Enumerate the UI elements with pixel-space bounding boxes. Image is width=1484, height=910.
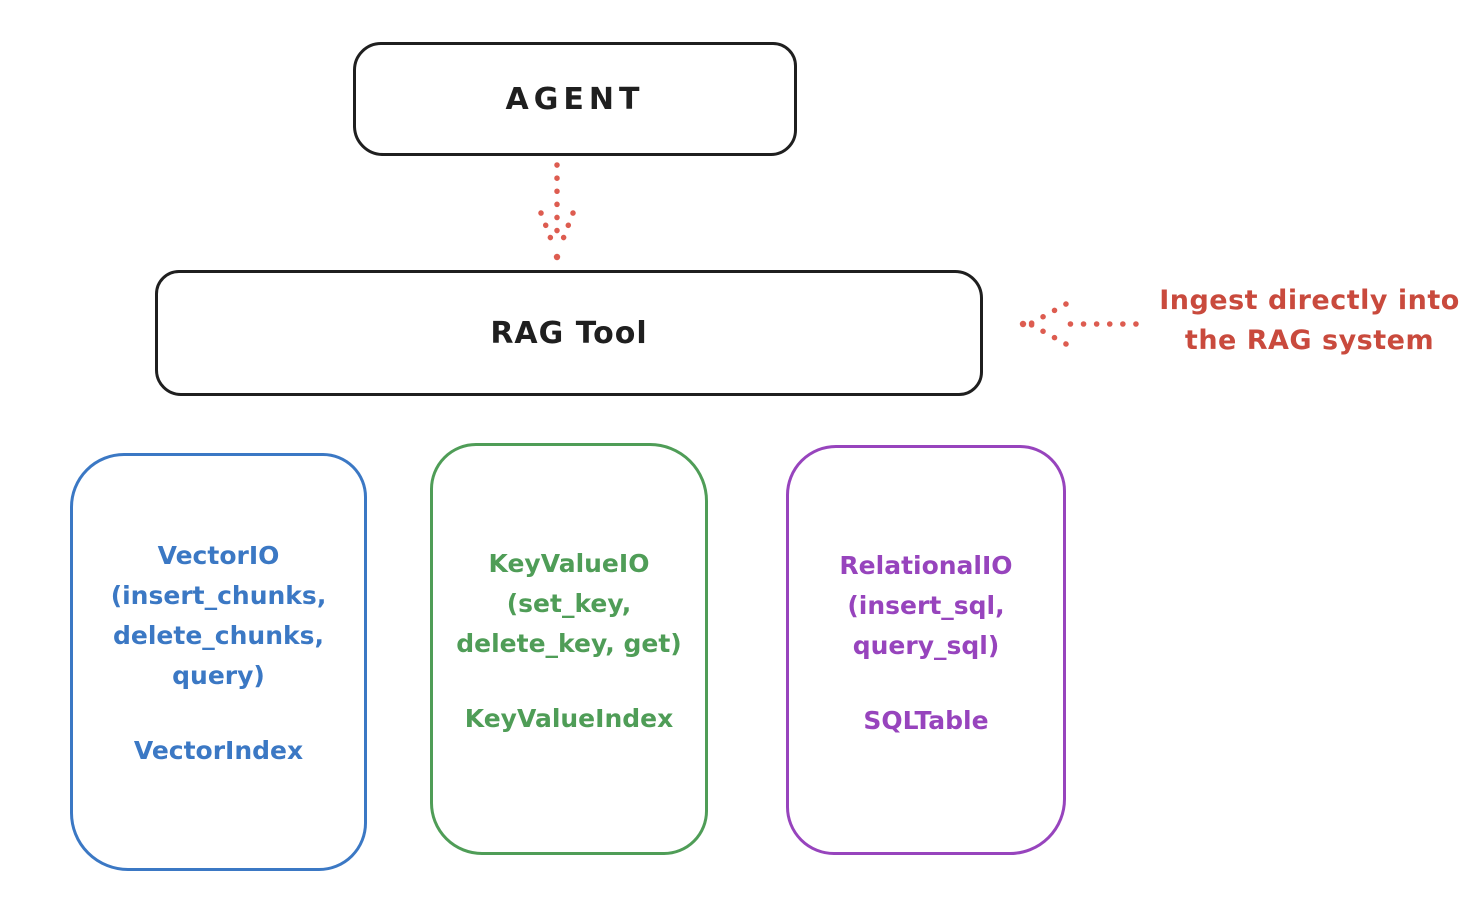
relational-io-line: query_sql) [852,631,1000,660]
relational-io-node: RelationalIO (insert_sql, query_sql) SQL… [786,445,1066,855]
relational-io-title: RelationalIO (insert_sql, query_sql) [839,546,1012,666]
ingest-arrow-icon [1019,301,1139,347]
rag-tool-label: RAG Tool [490,315,648,351]
vector-index-label: VectorIndex [133,736,304,765]
ingest-annotation: Ingest directly into the RAG system [1135,281,1484,361]
vector-io-line: (insert_chunks, [110,581,327,610]
ingest-annotation-line1: Ingest directly into [1159,285,1460,316]
vector-io-line: query) [172,661,265,690]
key-value-io-title: KeyValueIO (set_key, delete_key, get) [456,544,681,664]
vector-io-line: VectorIO [157,541,280,570]
rag-tool-node: RAG Tool [155,270,983,396]
agent-node: AGENT [353,42,797,156]
key-value-io-node: KeyValueIO (set_key, delete_key, get) Ke… [430,443,708,855]
vector-io-title: VectorIO (insert_chunks, delete_chunks, … [111,536,327,696]
vector-io-node: VectorIO (insert_chunks, delete_chunks, … [70,453,367,871]
key-value-io-line: KeyValueIO [488,549,650,578]
vector-io-line: delete_chunks, [113,621,324,650]
key-value-io-line: (set_key, [506,589,632,618]
agent-label: AGENT [505,81,645,117]
ingest-annotation-line2: the RAG system [1184,325,1435,356]
relational-io-line: (insert_sql, [847,591,1005,620]
sql-table-label: SQLTable [863,706,989,735]
relational-io-line: RelationalIO [839,551,1013,580]
agent-to-ragtool-arrow-icon [538,162,576,261]
key-value-io-line: delete_key, get) [456,629,682,658]
key-value-index-label: KeyValueIndex [464,704,674,733]
